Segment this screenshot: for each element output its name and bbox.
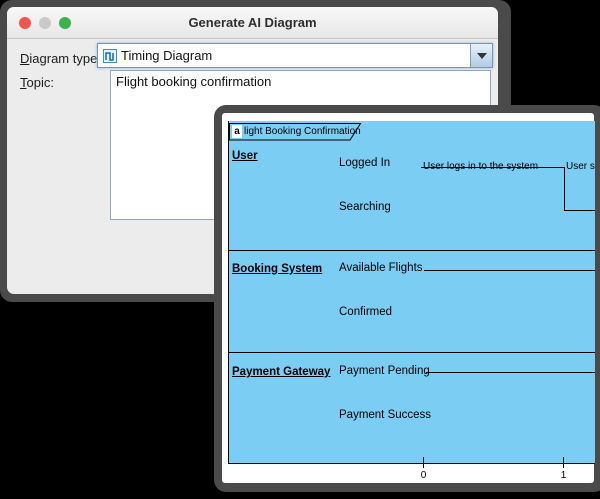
ruler-tick [563, 457, 564, 468]
diagram-tab[interactable]: light Booking Confirmation [244, 126, 361, 137]
state-searching[interactable]: Searching [339, 201, 391, 213]
ruler-tick [423, 457, 424, 468]
user-timeline-segment [564, 210, 595, 211]
ruler-number-1: 1 [560, 470, 567, 481]
payment-timeline-segment [426, 372, 595, 373]
diagram-type-combobox[interactable]: Timing Diagram [97, 43, 493, 68]
state-available-flights[interactable]: Available Flights [339, 262, 423, 274]
lifeline-booking-system[interactable]: Booking System [232, 263, 323, 275]
lifeline-user[interactable]: User [232, 150, 258, 162]
diagram-type-value: Timing Diagram [121, 48, 213, 63]
combobox-dropdown-button[interactable] [470, 44, 492, 67]
topic-label: Topic: [20, 75, 54, 90]
state-confirmed[interactable]: Confirmed [339, 306, 393, 318]
state-payment-pending[interactable]: Payment Pending [339, 365, 430, 377]
diagram-type-label-rest: iagram type: [29, 51, 101, 66]
timing-diagram-canvas[interactable]: a light Booking Confirmation User Logged… [228, 121, 595, 464]
lane-divider [229, 250, 595, 251]
diagram-type-label-mnemonic: D [20, 51, 30, 66]
annotation-user-search[interactable]: User sea [566, 161, 595, 172]
diagram-window-inner: a light Booking Confirmation User Logged… [222, 113, 595, 483]
topic-label-mnemonic: T [20, 75, 27, 90]
close-button[interactable] [19, 17, 31, 29]
user-timeline-transition [564, 167, 565, 211]
booking-timeline-segment [424, 270, 595, 271]
zoom-button[interactable] [59, 17, 71, 29]
state-payment-success[interactable]: Payment Success [339, 409, 432, 421]
diagram-tab-icon: a [232, 125, 242, 138]
state-logged-in[interactable]: Logged In [339, 157, 391, 169]
diagram-window: a light Booking Confirmation User Logged… [214, 105, 600, 492]
lane-divider [229, 352, 595, 353]
diagram-type-label: Diagram type: [20, 51, 101, 66]
diagram-tab-shape [229, 123, 362, 141]
timing-diagram-icon [103, 48, 117, 63]
lifeline-payment-gateway[interactable]: Payment Gateway [232, 366, 331, 378]
ruler-number-0: 0 [420, 470, 427, 481]
user-timeline-segment [421, 167, 564, 168]
annotation-user-login[interactable]: User logs in to the system [423, 161, 539, 172]
dialog-title: Generate AI Diagram [188, 15, 317, 30]
dialog-titlebar[interactable]: Generate AI Diagram [7, 7, 498, 39]
topic-label-rest: opic: [26, 75, 54, 90]
chevron-down-icon [476, 52, 487, 59]
minimize-button[interactable] [39, 17, 51, 29]
